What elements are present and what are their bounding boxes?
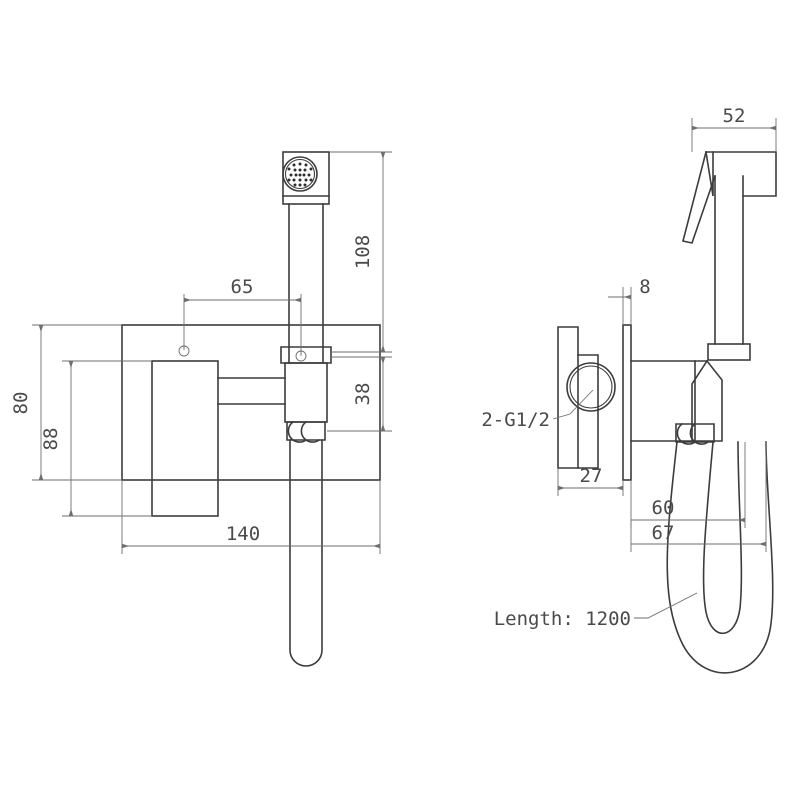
front-hex-nut [286, 421, 326, 441]
dim-label-38: 38 [352, 383, 374, 406]
side-wall-plate [622, 324, 632, 481]
dim-label-80: 80 [10, 392, 32, 415]
front-outlet-centre-mark [295, 350, 307, 362]
side-handset-trigger [682, 151, 717, 244]
side-hex-nut [675, 423, 715, 443]
side-thread-port-inner [569, 365, 613, 409]
dim-label-108: 108 [352, 235, 374, 269]
front-view-geometry [121, 151, 381, 667]
front-outlet-body [284, 362, 328, 423]
dim-label-27: 27 [580, 465, 603, 487]
leader-hose-length [634, 592, 698, 619]
note-thread-callout: 2-G1/2 [481, 409, 550, 431]
side-valve-chamfer [691, 359, 709, 442]
dim-label-65: 65 [231, 276, 254, 298]
dim-label-88: 88 [40, 428, 62, 451]
dim-label-60: 60 [652, 497, 675, 519]
dim-label-52: 52 [723, 105, 746, 127]
front-view-dimensions [32, 151, 392, 554]
side-handset-seam [705, 151, 714, 197]
front-handle-stem [217, 377, 286, 405]
side-thread-port-outer [566, 362, 616, 412]
front-spray-wand-tube [288, 203, 324, 348]
front-fixing-hole-left [178, 345, 190, 357]
side-valve-body [630, 360, 696, 442]
side-view-geometry [557, 151, 777, 674]
side-hose-outer [666, 441, 774, 674]
front-lever-handle [151, 360, 219, 517]
front-outlet-collar-inner [288, 346, 324, 364]
dim-label-140: 140 [226, 523, 260, 545]
side-hex-nut-facets [676, 422, 710, 445]
side-valve-shoulder [694, 360, 723, 442]
side-outlet-collar [707, 343, 751, 361]
side-view-dimensions [552, 118, 777, 619]
front-hex-nut-facets [287, 420, 321, 443]
front-wall-plate [121, 324, 381, 481]
dimension-texts: 108 65 80 88 140 38 52 8 27 60 67 2-G1/2… [10, 105, 745, 630]
leader-thread-callout [552, 389, 594, 420]
side-spray-wand-tube [714, 175, 744, 345]
front-spray-face-inner [284, 158, 316, 190]
dim-label-67: 67 [652, 522, 675, 544]
front-spray-perforations [287, 162, 313, 187]
front-outlet-collar [280, 346, 332, 364]
front-spray-face-outer [282, 156, 318, 192]
dim-label-8: 8 [639, 276, 650, 298]
front-hose [289, 439, 323, 667]
note-hose-length: Length: 1200 [494, 608, 631, 630]
side-handset-body [705, 151, 777, 197]
side-hose-inner [702, 441, 743, 635]
